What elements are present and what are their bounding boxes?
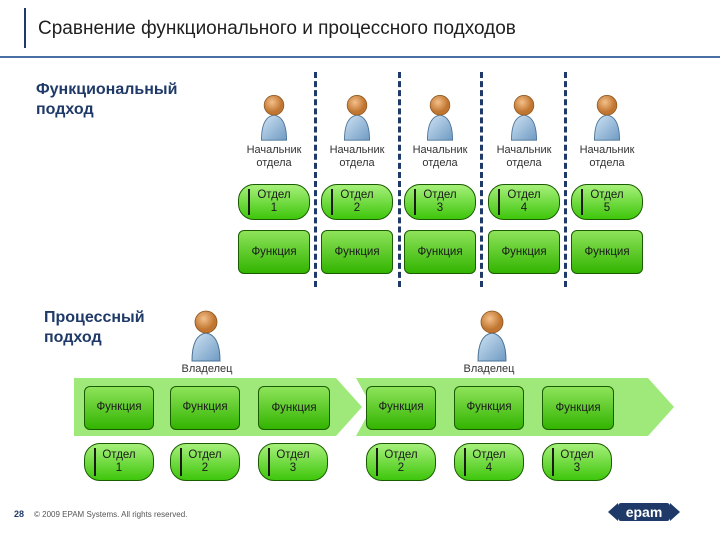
department-word: Отдел xyxy=(102,449,136,461)
title-accent-bar xyxy=(24,8,26,48)
department-label-line1: Отдел xyxy=(590,189,624,201)
person-icon xyxy=(506,90,542,142)
department-head-line1: Начальник xyxy=(412,144,468,156)
process-function-box: Функция xyxy=(542,386,614,430)
process-label-line2: подход xyxy=(44,329,102,346)
person-icon xyxy=(339,90,375,142)
person-icon xyxy=(186,305,226,363)
function-box: Функция xyxy=(321,230,393,274)
department-label-line2: 1 xyxy=(270,202,278,214)
department-label-line2: 3 xyxy=(436,202,444,214)
department-head-line2: отдела xyxy=(422,157,458,169)
department-head-line1: Начальник xyxy=(329,144,385,156)
department-label-line1: Отдел xyxy=(507,189,541,201)
process-approach-label: Процессный подход xyxy=(44,308,145,348)
function-box: Функция xyxy=(404,230,476,274)
department-number: 4 xyxy=(485,462,493,474)
department-word: Отдел xyxy=(472,449,506,461)
function-box: Функция xyxy=(571,230,643,274)
department-head-line1: Начальник xyxy=(496,144,552,156)
department-word: Отдел xyxy=(384,449,418,461)
process-function-box: Функция xyxy=(366,386,436,430)
copyright-text: © 2009 EPAM Systems. All rights reserved… xyxy=(34,510,188,519)
functional-label-line1: Функциональный xyxy=(36,81,178,98)
person-icon xyxy=(422,90,458,142)
department-head-line2: отдела xyxy=(589,157,625,169)
process-function-box: Функция xyxy=(84,386,154,430)
department-label-line2: 2 xyxy=(353,202,361,214)
process-function-box: Функция xyxy=(170,386,240,430)
process-function-box: Функция xyxy=(454,386,524,430)
functional-label-line2: подход xyxy=(36,101,94,118)
department-label-line2: 4 xyxy=(520,202,528,214)
department-head-line2: отдела xyxy=(339,157,375,169)
department-number: 2 xyxy=(397,462,405,474)
department-number: 2 xyxy=(201,462,209,474)
process-function-box: Функция xyxy=(258,386,330,430)
owner-label-right: Владелец xyxy=(463,363,515,375)
functional-approach-label: Функциональный подход xyxy=(36,80,177,120)
function-box: Функция xyxy=(488,230,560,274)
department-head-line2: отдела xyxy=(256,157,292,169)
column-separator xyxy=(564,72,567,287)
department-word: Отдел xyxy=(276,449,310,461)
department-word: Отдел xyxy=(188,449,222,461)
epam-logo: epam xyxy=(606,500,682,524)
process-label-line1: Процессный xyxy=(44,309,145,326)
person-icon xyxy=(472,305,512,363)
department-number: 3 xyxy=(573,462,581,474)
person-icon xyxy=(589,90,625,142)
department-head-line2: отдела xyxy=(506,157,542,169)
person-icon xyxy=(256,90,292,142)
title-bar xyxy=(0,0,720,58)
department-label-line1: Отдел xyxy=(340,189,374,201)
column-separator xyxy=(480,72,483,287)
department-word: Отдел xyxy=(560,449,594,461)
column-separator xyxy=(398,72,401,287)
column-separator xyxy=(314,72,317,287)
department-head-line1: Начальник xyxy=(246,144,302,156)
department-label-line1: Отдел xyxy=(423,189,457,201)
department-number: 1 xyxy=(115,462,123,474)
department-number: 3 xyxy=(289,462,297,474)
page-title: Сравнение функционального и процессного … xyxy=(38,18,516,39)
function-box: Функция xyxy=(238,230,310,274)
department-head-line1: Начальник xyxy=(579,144,635,156)
page-number: 28 xyxy=(14,509,25,519)
svg-text:epam: epam xyxy=(626,504,663,520)
department-label-line1: Отдел xyxy=(257,189,291,201)
owner-label-left: Владелец xyxy=(181,363,233,375)
department-label-line2: 5 xyxy=(603,202,611,214)
title-underline xyxy=(0,56,720,58)
